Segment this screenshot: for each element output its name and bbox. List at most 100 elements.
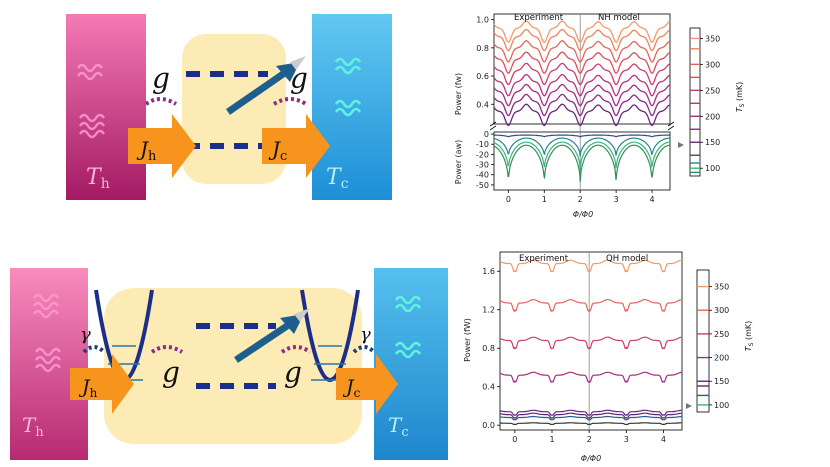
bottom-chart-x-tick-label: 0	[512, 435, 517, 444]
top-chart-upper-y-tick-label: 0.4	[476, 100, 489, 109]
bottom-chart-x-tick-label: 2	[587, 435, 592, 444]
mode-dash-lines	[196, 323, 276, 389]
top-colorbar-tick-label: 150	[705, 138, 720, 147]
cold-bath-label: Tc	[388, 413, 409, 440]
top-chart-lower-y-tick-label: -50	[476, 181, 489, 190]
bottom-chart-x-tick-label: 3	[624, 435, 629, 444]
coupling-left-g: g	[162, 356, 180, 389]
cold-bath-label: Tc	[326, 165, 349, 192]
mode-dash-lines	[186, 71, 268, 149]
top-chart-x-tick-label: 2	[578, 195, 583, 204]
top-chart-upper-series-line	[493, 28, 671, 52]
top-chart-upper-series-line	[493, 103, 671, 127]
bottom-chart-x-tick-label: 4	[661, 435, 666, 444]
top-chart-lower-y-tick-label: -20	[476, 150, 489, 159]
coupling-left-g: g	[152, 62, 170, 95]
bottom-chart-right-region-label: QH model	[606, 254, 648, 264]
drive-arrow	[226, 56, 306, 115]
top-chart-upper-series-line	[493, 93, 671, 117]
top-chart-upper-series-line	[493, 83, 671, 107]
flux-out-arrow: Jc	[262, 114, 330, 178]
top-chart-axis-break	[489, 121, 675, 131]
bottom-chart-y-tick-label: 0.0	[482, 421, 495, 430]
top-chart-lower-y-tick-label: -30	[476, 161, 489, 170]
top-chart-x-tick-label: 4	[649, 195, 654, 204]
top-chart-upper-y-tick-label: 0.6	[476, 72, 489, 81]
top-chart-x-tick-label: 0	[506, 195, 511, 204]
top-chart-lower-y-tick-label: -40	[476, 171, 489, 180]
hot-wave-icon	[77, 63, 105, 139]
bottom-chart-series-line	[499, 298, 683, 313]
bottom-chart-series-line	[499, 259, 682, 273]
cold-bath-box	[312, 14, 392, 200]
top-chart-lower-series-line	[493, 137, 670, 157]
bottom-chart-frame	[499, 251, 683, 431]
hot-bath-label: Th	[22, 413, 44, 440]
top-chart-x-tick-label: 1	[542, 195, 547, 204]
bottom-colorbar-tick-label: 250	[714, 330, 729, 339]
top-colorbar-tick-label: 300	[705, 60, 720, 69]
top-chart-right-region-label: NH model	[598, 13, 640, 23]
right-potential-well	[300, 289, 360, 382]
bottom-colorbar-label: TS (mK)	[744, 321, 755, 352]
top-chart-left-region-label: Experiment	[514, 13, 564, 23]
top-colorbar-tick-label: 350	[705, 34, 720, 43]
bottom-chart-series-line	[499, 412, 682, 419]
bottom-chart-y-tick-label: 1.6	[482, 267, 495, 276]
bottom-chart-series-line	[499, 409, 682, 416]
svg-text:Jh: Jh	[78, 376, 98, 400]
top-chart-lower-ylabel: Power (aw)	[454, 140, 463, 184]
coupling-dots	[82, 345, 376, 354]
top-chart-lower-series-line	[494, 134, 670, 138]
top-chart-upper-series-line	[493, 62, 671, 86]
bottom-chart-x-tick-label: 1	[549, 435, 554, 444]
cold-wave-icon	[394, 295, 422, 359]
bottom-colorbar-marker	[686, 403, 692, 409]
hot-bath-label: Th	[86, 165, 110, 192]
top-colorbar-tick-label: 200	[705, 112, 720, 121]
top-chart-lower-y-tick-label: -10	[476, 140, 489, 149]
hot-wave-icon	[33, 293, 61, 373]
hot-bath-box	[66, 14, 146, 200]
bottom-chart-xlabel: Φ/Φ0	[581, 454, 601, 463]
bottom-colorbar-tick-label: 350	[714, 283, 729, 292]
cold-wave-icon	[334, 57, 362, 117]
damping-right-gamma: γ	[360, 324, 371, 345]
top-chart-upper-ylabel: Power (fw)	[454, 73, 463, 115]
bottom-chart-y-tick-label: 0.4	[482, 383, 495, 392]
top-chart-xlabel: Φ/Φ0	[573, 210, 593, 219]
top-colorbar-label: TS (mK)	[735, 82, 746, 113]
svg-text:Jc: Jc	[342, 376, 361, 400]
top-colorbar-marker	[678, 142, 684, 148]
bottom-colorbar-tick-label: 300	[714, 306, 729, 315]
bottom-chart-series-line	[499, 336, 682, 350]
top-chart-lower-frame	[493, 131, 671, 191]
svg-text:Jc: Jc	[268, 137, 287, 164]
top-colorbar	[689, 27, 701, 177]
top-chart-lower-series-line	[493, 144, 670, 182]
top-chart-upper-y-tick-label: 0.8	[476, 44, 489, 53]
top-chart-upper-series-line	[493, 51, 671, 74]
bottom-colorbar-tick-label: 200	[714, 354, 729, 363]
top-chart-upper-series-line	[493, 40, 671, 63]
top-diagram: Th Tc g g Jh Jc	[66, 14, 392, 200]
cold-bath-box	[374, 268, 448, 460]
bottom-chart-series-line	[499, 371, 682, 384]
flux-out-arrow: Jc	[336, 354, 398, 414]
top-chart-upper-series-line	[493, 73, 671, 97]
bottom-colorbar-tick-label: 150	[714, 377, 729, 386]
bottom-colorbar	[696, 269, 710, 413]
drive-arrow	[234, 308, 310, 363]
bottom-chart-series-line	[499, 415, 682, 421]
flux-in-arrow: Jh	[128, 114, 196, 178]
bottom-chart-ylabel: Power (fW)	[463, 318, 472, 362]
bottom-diagram: Th Tc γ γ g g	[10, 268, 448, 460]
cavity-box	[104, 288, 362, 444]
bottom-chart-y-tick-label: 0.8	[482, 344, 495, 353]
top-chart-lower-y-tick-label: 0	[484, 130, 489, 139]
top-chart-x-tick-label: 3	[614, 195, 619, 204]
top-chart-lower-series-line	[493, 141, 670, 170]
top-chart-upper-series-line	[493, 20, 671, 43]
